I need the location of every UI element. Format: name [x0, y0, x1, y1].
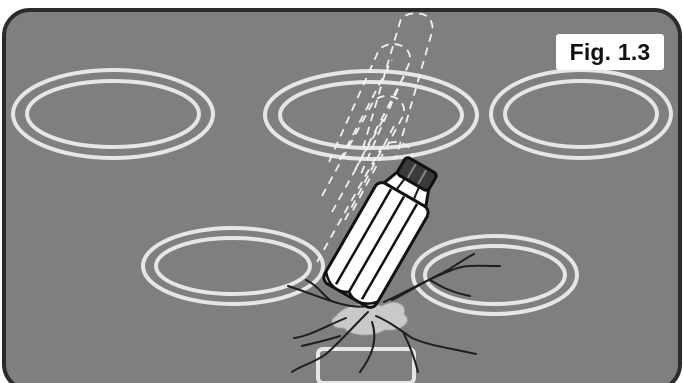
figure-label: Fig. 1.3 — [556, 34, 664, 70]
